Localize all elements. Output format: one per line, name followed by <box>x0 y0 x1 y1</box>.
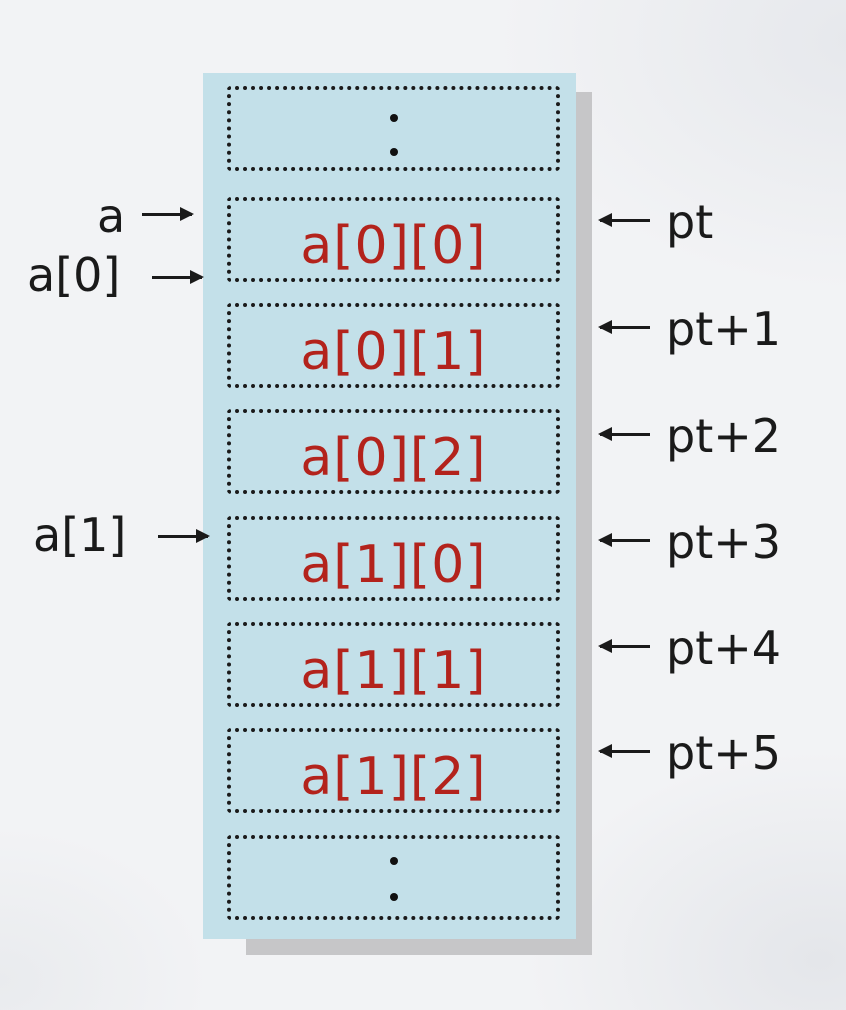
dot <box>389 857 398 865</box>
label-pt4: pt+4 <box>666 621 782 675</box>
label-pt5: pt+5 <box>666 726 782 780</box>
dot <box>389 893 398 901</box>
arrow-right-icon <box>158 529 210 543</box>
arrow-left-icon <box>598 320 650 334</box>
memory-block: a[0][0] a[0][1] a[0][2] a[1][0] a[1][1] … <box>203 73 576 939</box>
arrow-left-icon <box>598 744 650 758</box>
cell-label: a[1][2] <box>300 747 487 807</box>
label-pt2: pt+2 <box>666 409 782 463</box>
label-pt3: pt+3 <box>666 515 782 569</box>
cell-label: a[0][2] <box>300 428 487 488</box>
cell-label: a[0][1] <box>300 322 487 382</box>
cell-label: a[1][1] <box>300 641 487 701</box>
arrow-left-icon <box>598 639 650 653</box>
memory-cell: a[1][2] <box>227 728 560 813</box>
cell-label: a[1][0] <box>300 535 487 595</box>
dot <box>389 114 398 122</box>
ellipsis-dots <box>231 839 556 916</box>
label-a0: a[0] <box>27 248 121 302</box>
memory-cell: a[1][0] <box>227 516 560 601</box>
label-pt1: pt+1 <box>666 302 782 356</box>
memory-cell: a[0][0] <box>227 197 560 282</box>
arrow-left-icon <box>598 213 650 227</box>
arrow-left-icon <box>598 427 650 441</box>
arrow-right-icon <box>142 207 194 221</box>
ellipsis-dots <box>231 90 556 167</box>
arrow-left-icon <box>598 533 650 547</box>
arrow-right-icon <box>152 270 204 284</box>
memory-cell-ellipsis-bottom <box>227 835 560 920</box>
memory-cell-ellipsis-top <box>227 86 560 171</box>
label-a: a <box>97 189 126 243</box>
label-a1: a[1] <box>33 508 127 562</box>
cell-label: a[0][0] <box>300 216 487 276</box>
label-pt: pt <box>666 195 714 249</box>
memory-cell: a[0][2] <box>227 409 560 494</box>
memory-cell: a[1][1] <box>227 622 560 707</box>
dot <box>389 148 398 156</box>
memory-cell: a[0][1] <box>227 303 560 388</box>
